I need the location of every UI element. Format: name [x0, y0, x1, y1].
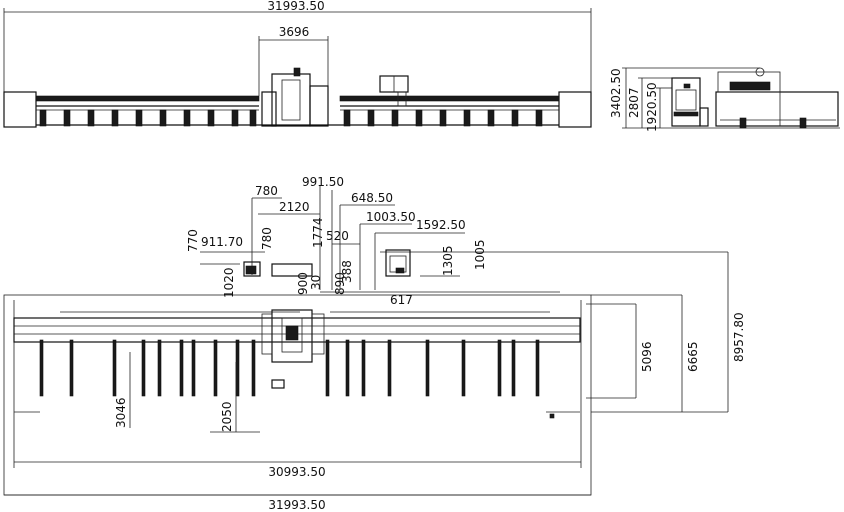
dim-1003: 1003.50	[366, 210, 416, 224]
dim-3046: 3046	[114, 397, 128, 428]
dim-2050: 2050	[220, 401, 234, 432]
dim-1005: 1005	[473, 239, 487, 270]
dim-770: 770	[186, 229, 200, 252]
dim-900: 900	[296, 272, 310, 295]
dim-911: 911.70	[201, 235, 243, 249]
dim-top-center: 3696	[279, 25, 310, 39]
dim-780-b: 780	[260, 227, 274, 250]
dim-8957: 8957.80	[732, 312, 746, 362]
dim-991: 991.50	[302, 175, 344, 189]
dim-30: 30	[309, 275, 323, 290]
dim-side-low: 1920.50	[645, 82, 659, 132]
dim-2120: 2120	[279, 200, 310, 214]
dim-6665: 6665	[686, 341, 700, 372]
dim-520: 520	[326, 229, 349, 243]
front-legs-left	[39, 109, 257, 127]
dim-5096: 5096	[640, 341, 654, 372]
front-legs-right	[343, 109, 543, 127]
side-elevation-view: 3402.50 2807 1920.50	[609, 67, 840, 132]
dim-1592: 1592.50	[416, 218, 466, 232]
dim-top-length: 31993.50	[267, 0, 324, 13]
dim-1305: 1305	[441, 245, 455, 276]
plan-supports-left	[39, 339, 256, 397]
front-elevation-view: 31993.50 3696	[3, 0, 592, 128]
dim-1774: 1774	[311, 217, 325, 248]
dim-648: 648.50	[351, 191, 393, 205]
dim-388: 388	[340, 260, 354, 283]
dim-1020: 1020	[222, 267, 236, 298]
dim-617: 617	[390, 293, 413, 307]
dim-780-a: 780	[255, 184, 278, 198]
dim-side-mid: 2807	[627, 87, 641, 118]
dim-bottom-outer: 31993.50	[268, 498, 325, 512]
plan-view: 780 991.50 2120 648.50 1003.50 1592.50 9…	[3, 175, 746, 512]
plan-supports-right	[325, 339, 540, 397]
dim-side-total: 3402.50	[609, 68, 623, 118]
dim-bottom-inner: 30993.50	[268, 465, 325, 479]
